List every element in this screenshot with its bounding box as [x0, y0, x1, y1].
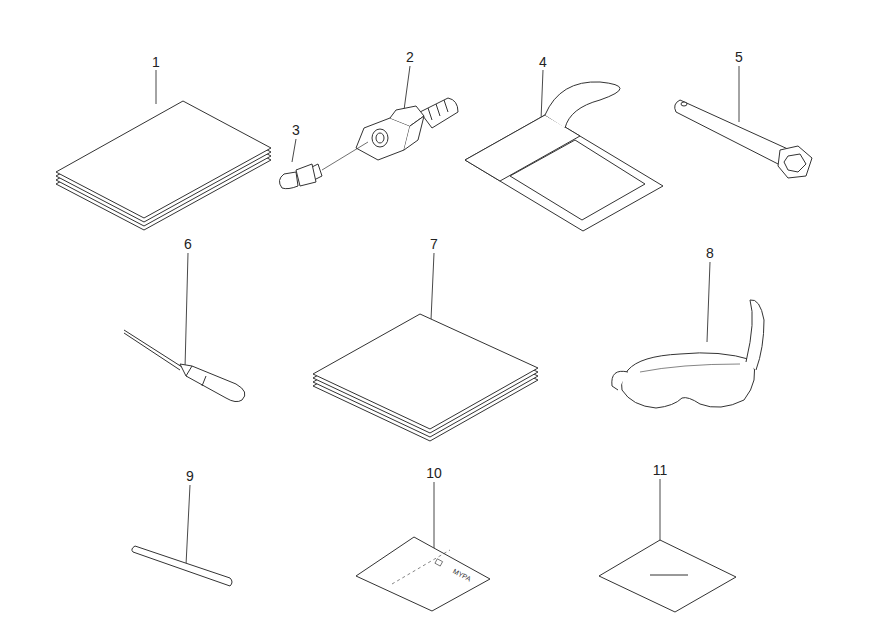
callout-number: 8 — [706, 246, 714, 260]
sheet — [599, 540, 736, 612]
safety-goggles — [612, 300, 764, 408]
callout-number: 5 — [735, 50, 743, 64]
callout-number: 6 — [184, 237, 192, 251]
callout-number: 9 — [186, 469, 194, 483]
callout-number: 4 — [539, 55, 547, 69]
manual-book — [56, 101, 271, 230]
manual-booklet — [313, 314, 538, 441]
screwdriver — [124, 330, 245, 402]
rod — [132, 546, 232, 586]
grease-adapter — [356, 98, 458, 160]
callout-number: 2 — [406, 50, 414, 64]
callout-number: 7 — [430, 237, 438, 251]
box-wrench — [675, 100, 812, 178]
grease-nipple — [279, 142, 368, 189]
callout-number: 11 — [653, 463, 668, 477]
callout-number: 10 — [426, 466, 442, 480]
tool-pouch — [465, 82, 663, 231]
callout-number: 3 — [292, 123, 300, 137]
callout-number: 1 — [152, 55, 160, 69]
warranty-card — [356, 537, 490, 611]
